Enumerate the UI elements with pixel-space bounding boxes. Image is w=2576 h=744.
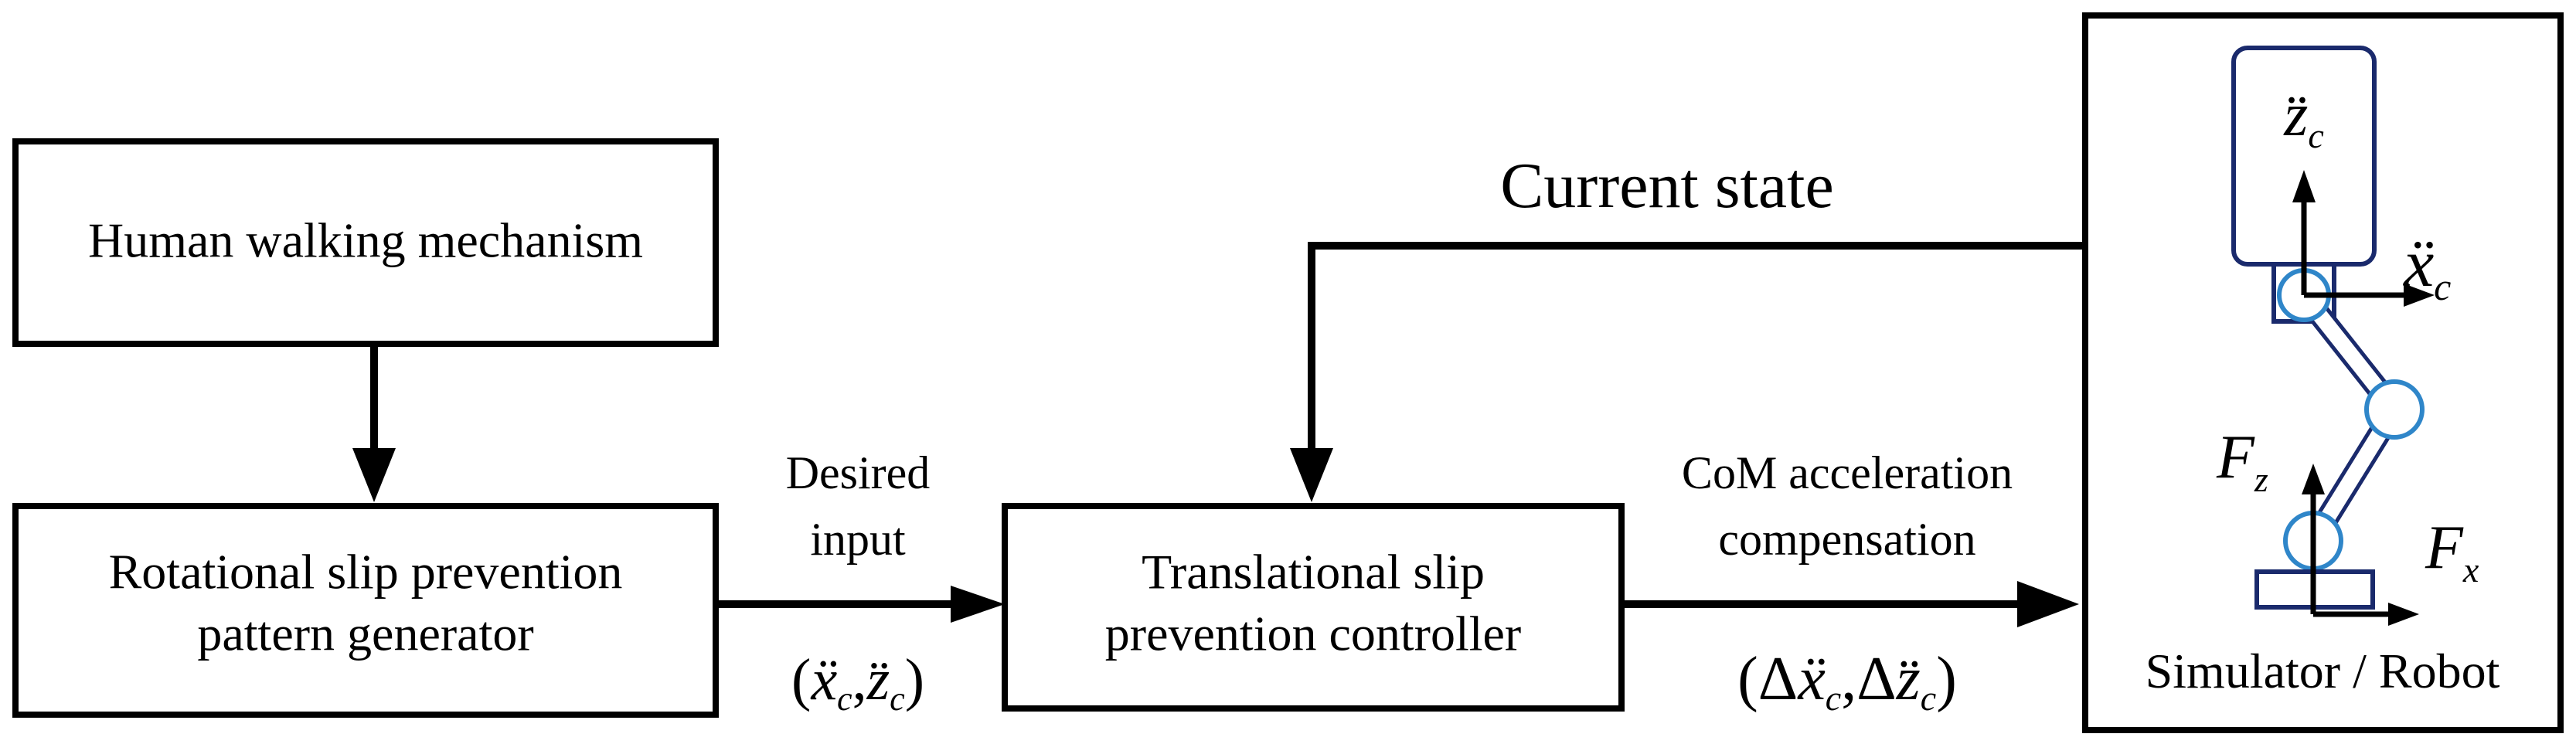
robot-acc-z-label: z̈c xyxy=(2283,81,2324,155)
simulator-robot-caption: Simulator / Robot xyxy=(2146,644,2500,698)
arrow-com-compensation xyxy=(1621,581,2079,627)
desired-label-line2: input xyxy=(810,514,906,565)
human-walking-mechanism-block: Human walking mechanism xyxy=(12,138,719,347)
ground-reaction-force-axes xyxy=(2302,464,2419,626)
arrow-desired-input xyxy=(716,586,1005,623)
human-walking-mechanism-label: Human walking mechanism xyxy=(88,213,643,268)
simulator-robot-panel: z̈c ẍc Fz Fx Simulato xyxy=(2082,12,2564,733)
rotational-slip-prevention-block: Rotational slip prevention pattern gener… xyxy=(12,503,719,718)
rotational-block-line1: Rotational slip prevention xyxy=(109,545,623,600)
arrow-human-to-rotational xyxy=(352,344,396,502)
arrow-current-state-feedback xyxy=(1290,242,2085,502)
com-axes xyxy=(2292,170,2435,307)
desired-input-tuple: (ẍc,z̈c) xyxy=(791,647,924,718)
com-label-line2: compensation xyxy=(1718,514,1975,565)
robot-knee-joint xyxy=(2364,379,2425,440)
com-label-line1: CoM acceleration xyxy=(1682,447,2013,498)
current-state-label: Current state xyxy=(1500,150,1834,222)
force-z-label: Fz xyxy=(2216,423,2268,499)
force-x-label: Fx xyxy=(2425,514,2479,589)
robot-acc-x-label: ẍc xyxy=(2403,226,2451,308)
desired-label-line1: Desired xyxy=(786,447,931,498)
com-compensation-tuple: (Δẍc,Δz̈c) xyxy=(1737,645,1957,718)
translational-block-line2: prevention controller xyxy=(1105,606,1521,661)
rotational-block-line2: pattern generator xyxy=(197,606,533,661)
translational-slip-prevention-block: Translational slip prevention controller xyxy=(1002,503,1625,712)
translational-block-line1: Translational slip xyxy=(1142,545,1485,600)
